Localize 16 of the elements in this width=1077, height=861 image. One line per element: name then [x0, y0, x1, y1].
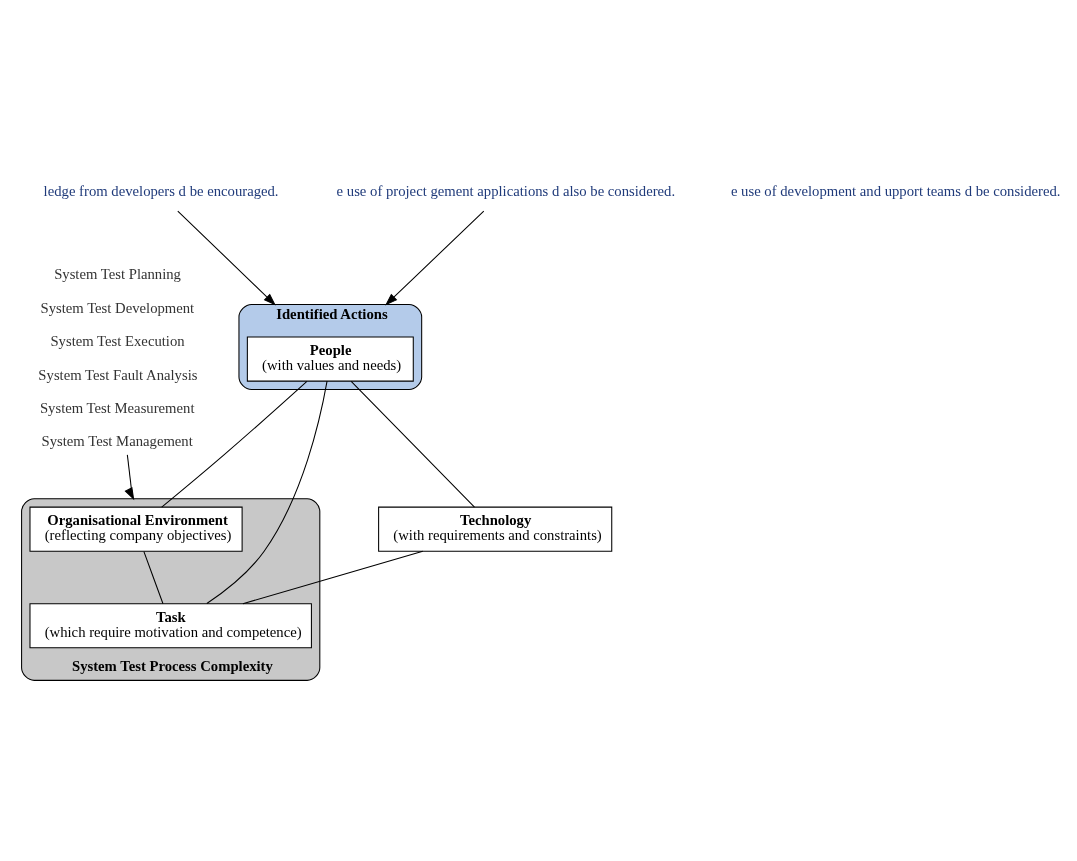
connector [350, 380, 475, 508]
connector [242, 550, 424, 604]
node-text: e use of project gement applications d also be considered. [336, 182, 676, 199]
node-box: Technology (with requirements and constraints) [378, 506, 613, 552]
arrow [124, 453, 135, 500]
node-text: ledge from developers d be encouraged. [43, 182, 279, 199]
node-box: Organisational Environment (reflecting company objectives) [29, 506, 243, 552]
label: e use of development and upport teams d be considered. [730, 182, 1061, 199]
connector [206, 380, 328, 604]
arrow [385, 210, 485, 306]
node-box: People (with values and needs) [246, 336, 414, 382]
node-box: Task (which require motivation and competence) [29, 602, 312, 648]
connector [143, 550, 164, 604]
arrow [177, 210, 276, 306]
node-text: System Test Planning System Test Development System Test Execution System Test Fault Analysis System Test Measurement System Test Management [38, 265, 198, 449]
connector [161, 380, 308, 508]
